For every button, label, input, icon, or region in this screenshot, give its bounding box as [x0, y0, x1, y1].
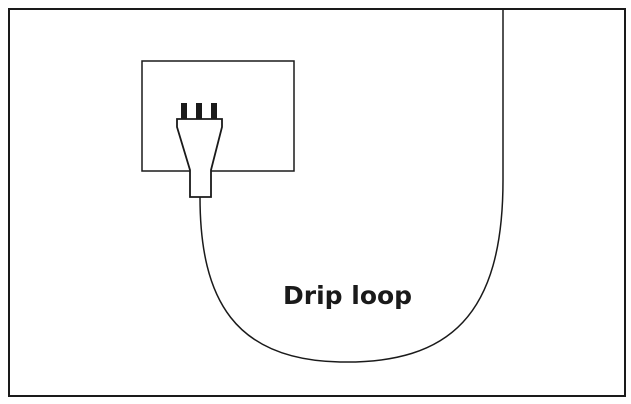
outlet-box: [141, 60, 295, 172]
drip-loop-label: Drip loop: [283, 281, 412, 310]
plug-prongs: [181, 103, 217, 119]
plug-icon: [176, 118, 223, 198]
drip-loop-cord: [199, 9, 504, 363]
plug-prong-middle: [196, 103, 202, 119]
plug-prong-right: [211, 103, 217, 119]
outer-frame: [8, 8, 626, 397]
plug-prong-left: [181, 103, 187, 119]
